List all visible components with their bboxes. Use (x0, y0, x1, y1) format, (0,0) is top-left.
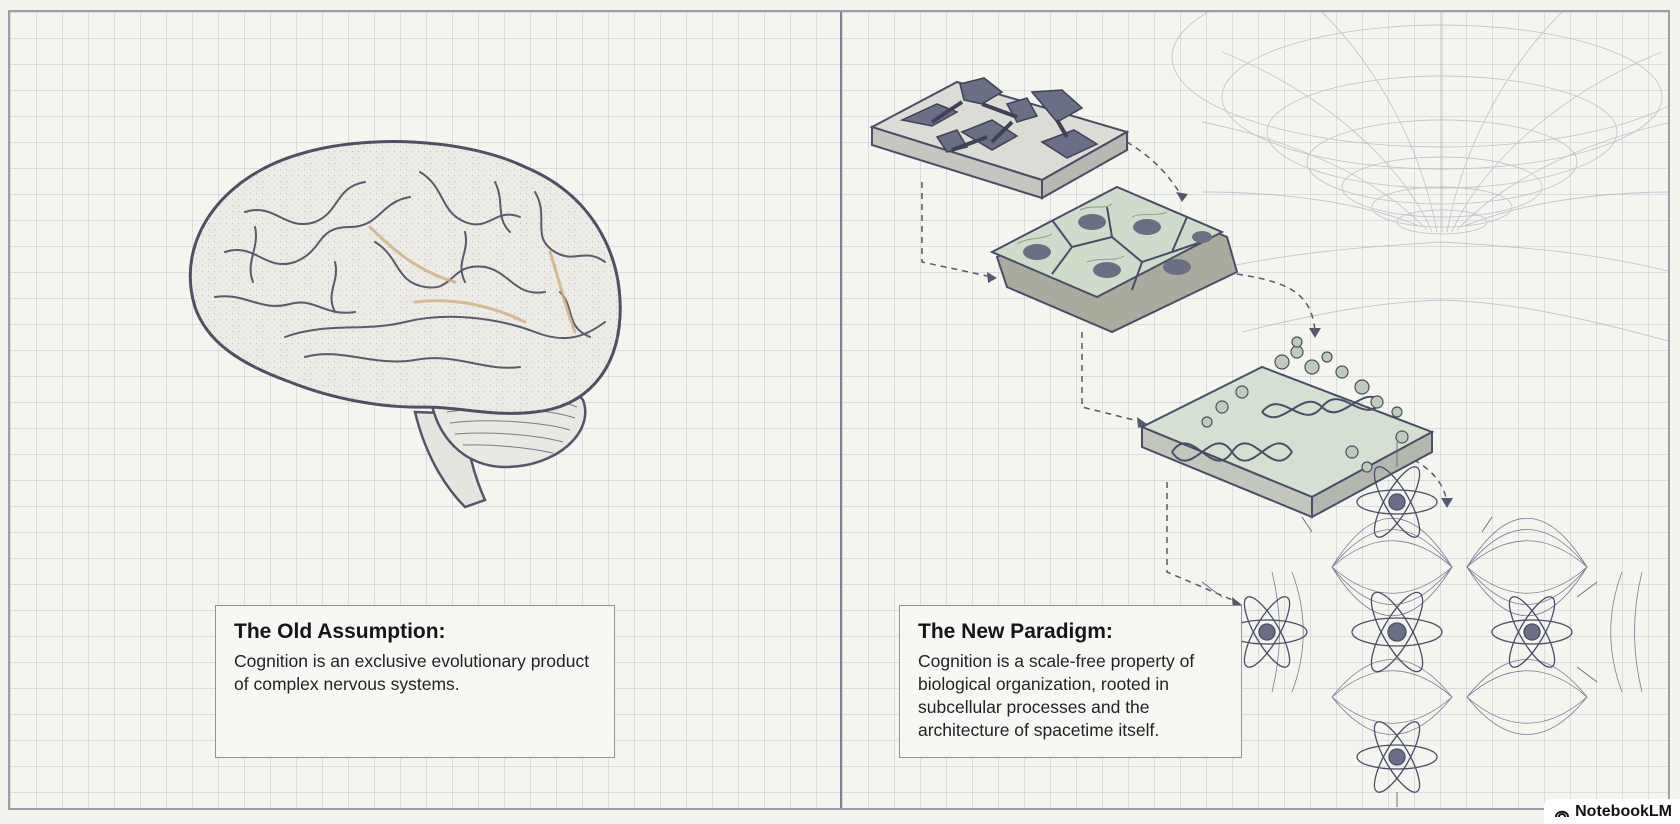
spacetime-funnel (1172, 12, 1670, 342)
cell-nucleus (1023, 244, 1051, 260)
new-paradigm-caption: The New Paradigm: Cognition is a scale-f… (899, 605, 1242, 758)
atom (1352, 586, 1442, 678)
cell-layer (992, 187, 1237, 332)
atom (1492, 591, 1572, 672)
old-assumption-heading: The Old Assumption: (234, 620, 596, 644)
old-assumption-caption: The Old Assumption: Cognition is an excl… (215, 605, 615, 758)
brain-illustration (165, 132, 665, 552)
new-paradigm-body: Cognition is a scale-free property of bi… (918, 650, 1223, 742)
cell-nucleus (1093, 262, 1121, 278)
old-assumption-body: Cognition is an exclusive evolutionary p… (234, 650, 596, 696)
cell-nucleus (1078, 214, 1106, 230)
new-paradigm-panel: The New Paradigm: Cognition is a scale-f… (842, 12, 1670, 808)
notebooklm-label: NotebookLM (1575, 803, 1672, 821)
notebooklm-watermark: NotebookLM (1544, 799, 1680, 824)
notebooklm-logo-icon (1554, 805, 1570, 819)
diagram-frame: The Old Assumption: Cognition is an excl… (8, 10, 1670, 810)
cell-nucleus (1192, 231, 1212, 243)
new-paradigm-heading: The New Paradigm: (918, 620, 1223, 644)
cell-nucleus (1133, 219, 1161, 235)
cell-nucleus (1163, 259, 1191, 275)
tissue-layer (872, 78, 1127, 198)
old-assumption-panel: The Old Assumption: Cognition is an excl… (10, 12, 840, 808)
